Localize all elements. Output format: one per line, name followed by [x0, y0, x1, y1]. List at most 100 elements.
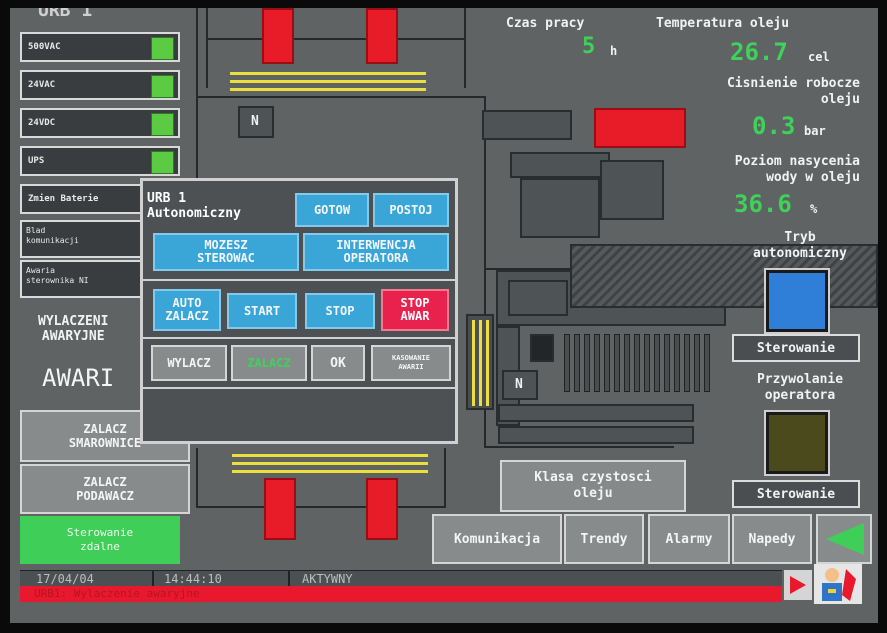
rail	[472, 320, 475, 406]
oil-temp-value: 26.7	[730, 38, 788, 66]
saturation-unit: %	[810, 202, 818, 216]
machine-part	[510, 152, 610, 178]
valve-indicator	[264, 478, 296, 540]
status-led	[151, 37, 174, 60]
vent	[704, 334, 710, 392]
work-time-label: Czas pracy	[506, 16, 585, 31]
vent	[644, 334, 650, 392]
valve-indicator	[366, 478, 398, 540]
vent	[654, 334, 660, 392]
machine-part	[498, 426, 694, 444]
diagram-line	[484, 96, 486, 446]
rail	[230, 80, 426, 83]
standby-button[interactable]: POSTOJ	[373, 193, 449, 227]
alarm-label: AWARI	[42, 364, 115, 392]
status-state: AKTYWNY	[302, 572, 353, 586]
status-24vac: 24VAC	[20, 70, 180, 100]
can-control-button[interactable]: MOZESZ STEROWAC	[153, 233, 299, 271]
rail	[230, 72, 426, 75]
operator-login-button[interactable]	[814, 564, 862, 604]
alarm-next-button[interactable]	[784, 570, 812, 600]
dialog-title: URB 1 Autonomiczny	[147, 191, 241, 221]
diagram-line	[196, 8, 198, 198]
vent	[594, 334, 600, 392]
control-button-2[interactable]: Sterowanie	[732, 480, 860, 508]
machine-part	[530, 334, 554, 362]
machine-part	[482, 110, 572, 140]
pump-body	[520, 178, 600, 238]
nav-drives[interactable]: Napedy	[732, 514, 812, 564]
auto-on-button[interactable]: AUTO ZALACZ	[153, 289, 221, 331]
hmi-screen: N N URB 1 500VAC 24VAC	[10, 8, 878, 623]
machine-part	[498, 404, 694, 422]
vent	[634, 334, 640, 392]
feeder-on-button[interactable]: ZALACZ PODAWACZ	[20, 464, 190, 514]
divider	[288, 571, 290, 587]
operator-intervention-button[interactable]: INTERWENCJA OPERATORA	[303, 233, 449, 271]
oil-class-button[interactable]: Klasa czystosci oleju	[500, 460, 686, 512]
vent	[584, 334, 590, 392]
call-indicator	[764, 410, 830, 476]
diagram-line	[464, 8, 466, 88]
oil-temp-unit: cel	[808, 50, 830, 64]
mode-indicator	[764, 268, 830, 334]
start-button[interactable]: START	[227, 293, 297, 329]
vent	[694, 334, 700, 392]
vent	[574, 334, 580, 392]
user-pen-icon	[822, 568, 856, 601]
rail	[232, 470, 428, 473]
saturation-value: 36.6	[734, 190, 792, 218]
pressure-label: Cisnienie robocze oleju	[726, 76, 860, 107]
vent	[564, 334, 570, 392]
divider	[143, 337, 455, 339]
diagram-line	[444, 448, 446, 508]
rail	[230, 88, 426, 91]
rail	[486, 320, 489, 406]
status-led	[151, 75, 174, 98]
off-button[interactable]: WYLACZ	[151, 345, 227, 381]
status-time: 14:44:10	[164, 572, 222, 586]
header-title: URB 1	[38, 8, 93, 21]
diagram-line	[484, 446, 674, 448]
vent	[684, 334, 690, 392]
work-time-unit: h	[610, 44, 618, 58]
motor-body	[600, 160, 664, 220]
divider	[143, 387, 455, 389]
heater-indicator	[594, 108, 686, 148]
valve-indicator	[262, 8, 294, 64]
divider	[152, 571, 154, 587]
machine-part	[508, 280, 568, 316]
status-led	[151, 113, 174, 136]
play-icon	[790, 576, 806, 594]
status-500vac: 500VAC	[20, 32, 180, 62]
rail	[232, 454, 428, 457]
pressure-value: 0.3	[752, 112, 796, 140]
nav-communication[interactable]: Komunikacja	[432, 514, 562, 564]
status-24vdc: 24VDC	[20, 108, 180, 138]
reset-fault-button[interactable]: KASOWANIE AWARII	[371, 345, 451, 381]
status-led	[151, 151, 174, 174]
diagram-line	[206, 38, 466, 40]
status-bar: 17/04/04 14:44:10 AKTYWNY	[20, 570, 782, 587]
nav-alarms[interactable]: Alarmy	[648, 514, 730, 564]
divider	[143, 279, 455, 281]
nav-back-button[interactable]	[816, 514, 872, 564]
alarm-message-bar[interactable]: URB1: Wylaczenie awaryjne	[20, 586, 782, 602]
ok-button[interactable]: OK	[311, 345, 365, 381]
control-button-1[interactable]: Sterowanie	[732, 334, 860, 362]
pressure-unit: bar	[804, 124, 826, 138]
alarm-message: URB1: Wylaczenie awaryjne	[34, 587, 200, 600]
stop-fault-button[interactable]: STOP AWAR	[381, 289, 449, 331]
valve-indicator	[366, 8, 398, 64]
remote-control-button[interactable]: Sterowanie zdalne	[20, 516, 180, 564]
nav-trends[interactable]: Trendy	[564, 514, 644, 564]
control-dialog: URB 1 Autonomiczny GOTOW POSTOJ MOZESZ S…	[140, 178, 458, 444]
ready-button[interactable]: GOTOW	[295, 193, 369, 227]
vent	[614, 334, 620, 392]
marker-n-2: N	[502, 370, 538, 400]
stop-button[interactable]: STOP	[305, 293, 375, 329]
status-ups: UPS	[20, 146, 180, 176]
on-button[interactable]: ZALACZ	[231, 345, 307, 381]
rail	[479, 320, 482, 406]
vent	[664, 334, 670, 392]
